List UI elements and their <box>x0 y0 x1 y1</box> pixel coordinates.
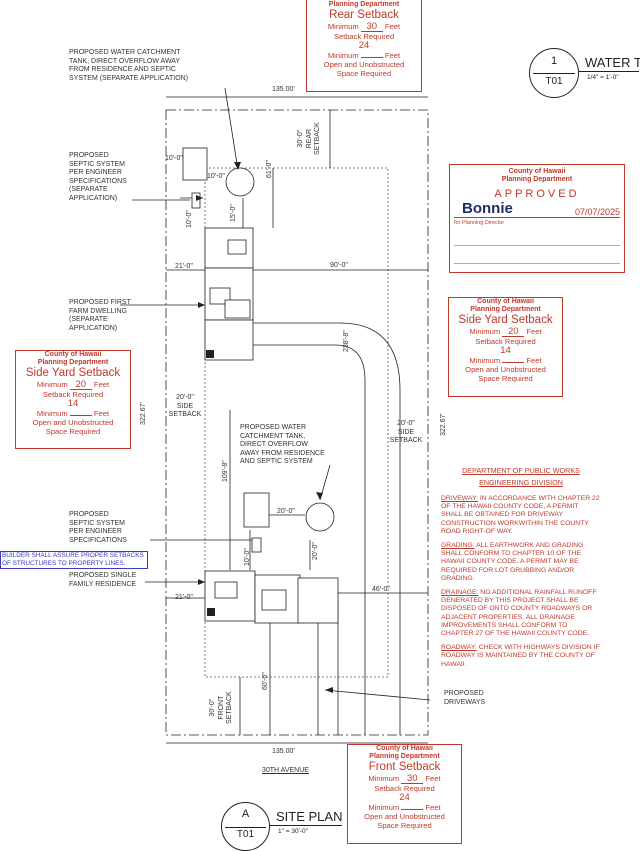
note-septic-top: PROPOSED SEPTIC SYSTEM PER ENGINEER SPEC… <box>69 152 127 202</box>
dim-21ft: 21'-0" <box>175 263 193 270</box>
dim-left-depth: 322.67' <box>140 402 147 425</box>
dim-20ft: 20'-0" <box>312 542 319 560</box>
note-water-tank-top: PROPOSED WATER CATCHMENT TANK, DIRECT OV… <box>69 49 189 82</box>
pw-item: GRADING: ALL EARTHWORK AND GRADING SHALL… <box>441 542 584 582</box>
stamp-rear-setback: County of Hawaii Planning Department Rea… <box>306 0 422 92</box>
pw-dept: DEPARTMENT OF PUBLIC WORKS <box>462 466 580 475</box>
pw-item: DRAINAGE: NO ADDITIONAL RAINFALL RUNOFF … <box>441 589 597 638</box>
pw-item: DRIVEWAY: IN ACCORDANCE WITH CHAPTER 22 … <box>441 495 600 535</box>
approved-agency: County of Hawaii Planning Department <box>501 168 573 183</box>
stamp-approved: County of Hawaii Planning Department APP… <box>449 164 625 273</box>
dim-side-setback-left: 20'-0" SIDE SETBACK <box>168 394 202 419</box>
stamp-front-setback: County of Hawaii Planning Department Fro… <box>347 744 462 844</box>
pw-item: ROADWAY: CHECK WITH HIGHWAYS DIVISION IF… <box>441 644 600 668</box>
site-scale: 1" = 30'-0" <box>278 828 308 835</box>
septic-system <box>182 147 208 181</box>
dim-10ft: 10'-0" <box>244 548 251 566</box>
dim-20ft: 20'-0" <box>277 508 295 515</box>
property-line <box>165 109 429 736</box>
dim-238ft: 238'-8" <box>343 330 350 352</box>
approved-signer: Bonnie <box>462 200 513 217</box>
note-water-tank-bottom: PROPOSED WATER CATCHMENT TANK, DIRECT OV… <box>240 424 325 466</box>
water-title: WATER T <box>585 55 640 70</box>
street-name: 30TH AVENUE <box>262 767 309 774</box>
note-driveways: PROPOSED DRIVEWAYS <box>444 690 486 706</box>
detail-marker-site: A T01 <box>221 802 270 851</box>
single-family-residence <box>204 570 339 624</box>
dim-15ft: 15'-0" <box>230 204 237 222</box>
detail-marker-water: 1 T01 <box>529 48 579 98</box>
water-tank <box>225 167 255 197</box>
public-works-notes: DEPARTMENT OF PUBLIC WORKS ENGINEERING D… <box>441 465 601 669</box>
note-septic-bottom: PROPOSED SEPTIC SYSTEM PER ENGINEER SPEC… <box>69 511 127 544</box>
dim-61ft: 61'-0" <box>266 160 273 178</box>
setback-line <box>204 167 389 678</box>
dim-bottom-width: 135.00' <box>272 748 295 755</box>
dim-46ft: 46'-0" <box>372 586 390 593</box>
approved-date: 07/07/2025 <box>574 207 620 217</box>
dim-front-setback: 30'-0" FRONT SETBACK <box>209 691 234 724</box>
dim-60ft: 60'-0" <box>262 672 269 690</box>
dim-109ft: 109'-8" <box>222 460 229 482</box>
note-builder-setbacks: BUILDER SHALL ASSURE PROPER SETBACKS OF … <box>0 551 148 569</box>
farm-dwelling <box>204 227 254 361</box>
dim-10ft: 10'-0" <box>186 210 193 228</box>
stamp-side-setback-right: County of Hawaii Planning Department Sid… <box>448 297 563 397</box>
water-scale: 1/4" = 1'-0" <box>587 74 619 81</box>
dim-10ft: 10'-0" <box>207 173 225 180</box>
dim-10ft: 10'-0" <box>165 155 183 162</box>
driveway-path <box>250 322 401 735</box>
dim-rear-setback: 30'-0" REAR SETBACK <box>297 122 322 155</box>
approved-status: APPROVED <box>494 188 580 200</box>
septic-system <box>243 492 270 528</box>
dim-90ft: 90'-0" <box>330 262 348 269</box>
site-title: SITE PLAN <box>276 809 343 824</box>
driveway-path <box>250 344 366 735</box>
approved-for: for Planning Director <box>454 220 505 226</box>
stamp-side-setback-left: County of Hawaii Planning Department Sid… <box>15 350 131 449</box>
dim-21ft: 21'-0" <box>175 594 193 601</box>
note-farm-dwelling: PROPOSED FIRST FARM DWELLING (SEPARATE A… <box>69 299 131 332</box>
pw-division: ENGINEERING DIVISION <box>479 478 563 487</box>
dim-side-setback-right: 20'-0" SIDE SETBACK <box>389 420 423 445</box>
water-tank <box>305 502 335 532</box>
dim-top-width: 135.00' <box>272 86 295 93</box>
note-single-family: PROPOSED SINGLE FAMILY RESIDENCE <box>69 572 137 588</box>
dim-right-depth: 322.67' <box>440 413 447 436</box>
